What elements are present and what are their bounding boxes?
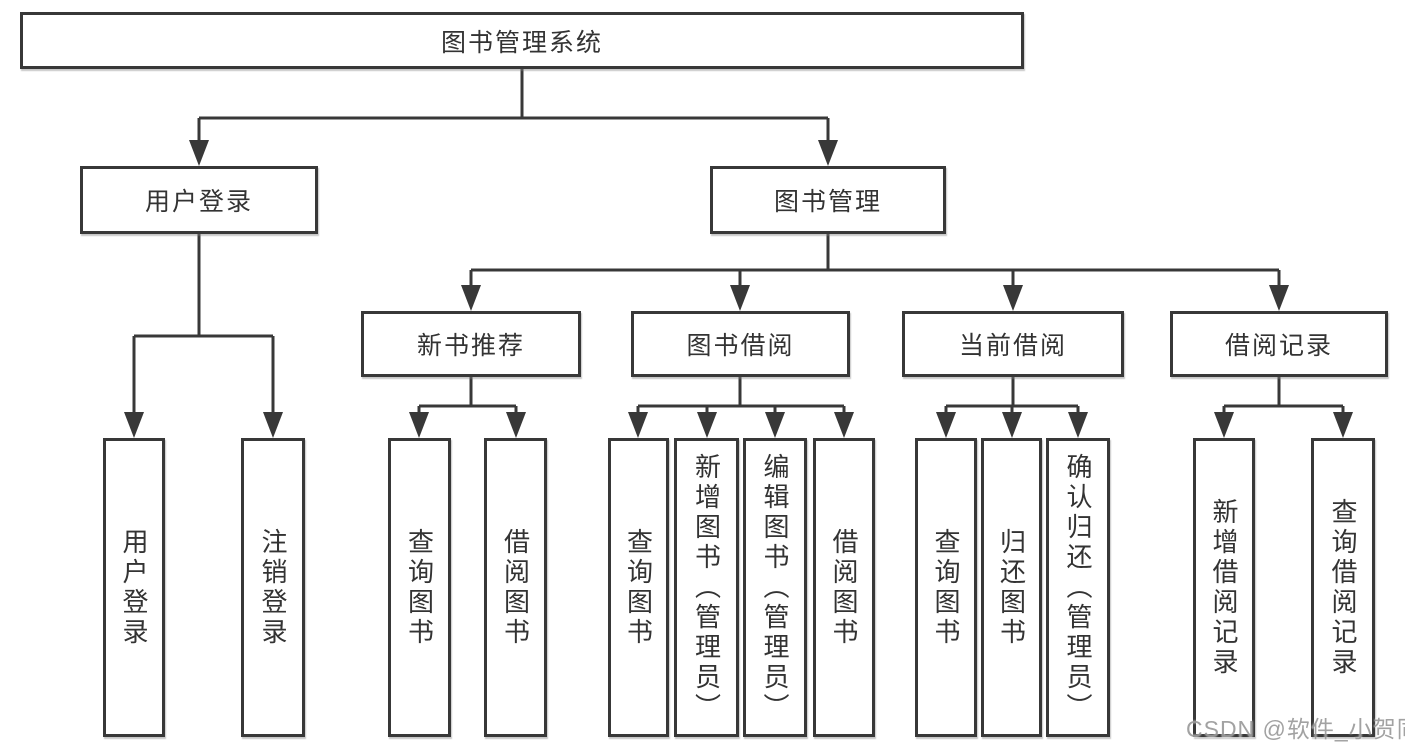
- leaf-current-query-book: 查询图书: [915, 438, 977, 737]
- node-book-management: 图书管理: [710, 166, 946, 234]
- leaf-record-query-record: 查询借阅记录: [1311, 438, 1375, 737]
- leaf-newbook-query-book: 查询图书: [388, 438, 451, 737]
- leaf-borrow-add-book-label: 新增图书（管理员）: [691, 452, 722, 723]
- node-current-borrow: 当前借阅: [902, 311, 1124, 377]
- leaf-record-add-record-label: 新增借阅记录: [1209, 497, 1239, 678]
- leaf-borrow-borrow-book-label: 借阅图书: [829, 527, 859, 648]
- node-borrow-record: 借阅记录: [1170, 311, 1388, 377]
- leaf-borrow-borrow-book: 借阅图书: [813, 438, 875, 737]
- leaf-user-login-label: 用户登录: [119, 527, 149, 648]
- leaf-borrow-query-book-label: 查询图书: [623, 527, 654, 648]
- leaf-current-return-book-label: 归还图书: [996, 527, 1027, 648]
- leaf-newbook-borrow-book: 借阅图书: [484, 438, 547, 737]
- leaf-user-login: 用户登录: [103, 438, 165, 737]
- leaf-current-confirm-return-label: 确认归还（管理员）: [1063, 452, 1093, 723]
- node-root: 图书管理系统: [20, 12, 1024, 69]
- node-book-borrow-label: 图书借阅: [686, 332, 795, 360]
- node-borrow-record-label: 借阅记录: [1224, 332, 1333, 360]
- node-new-book-recommend-label: 新书推荐: [416, 332, 525, 360]
- leaf-record-add-record: 新增借阅记录: [1193, 438, 1255, 737]
- leaf-newbook-borrow-book-label: 借阅图书: [500, 527, 531, 648]
- node-new-book-recommend: 新书推荐: [361, 311, 581, 377]
- connector-stems: [132, 69, 1345, 418]
- leaf-current-return-book: 归还图书: [981, 438, 1042, 737]
- leaf-record-query-record-label: 查询借阅记录: [1328, 497, 1358, 678]
- leaf-current-query-book-label: 查询图书: [931, 527, 961, 648]
- node-user-login: 用户登录: [80, 166, 318, 234]
- leaf-logout-label: 注销登录: [258, 527, 288, 648]
- leaf-borrow-edit-book-label: 编辑图书（管理员）: [760, 452, 790, 723]
- leaf-newbook-query-book-label: 查询图书: [404, 527, 435, 648]
- leaf-borrow-edit-book: 编辑图书（管理员）: [743, 438, 807, 737]
- leaf-borrow-add-book: 新增图书（管理员）: [674, 438, 739, 737]
- leaf-borrow-query-book: 查询图书: [608, 438, 669, 737]
- arrowheads: [124, 140, 1353, 438]
- node-user-login-label: 用户登录: [144, 188, 253, 216]
- node-book-borrow: 图书借阅: [631, 311, 850, 377]
- leaf-logout: 注销登录: [241, 438, 305, 737]
- node-current-borrow-label: 当前借阅: [958, 332, 1067, 360]
- leaf-current-confirm-return: 确认归还（管理员）: [1046, 438, 1110, 737]
- node-root-label: 图书管理系统: [440, 28, 603, 57]
- node-book-management-label: 图书管理: [773, 188, 882, 216]
- csdn-watermark: CSDN @软件_小贺同学: [1186, 716, 1405, 742]
